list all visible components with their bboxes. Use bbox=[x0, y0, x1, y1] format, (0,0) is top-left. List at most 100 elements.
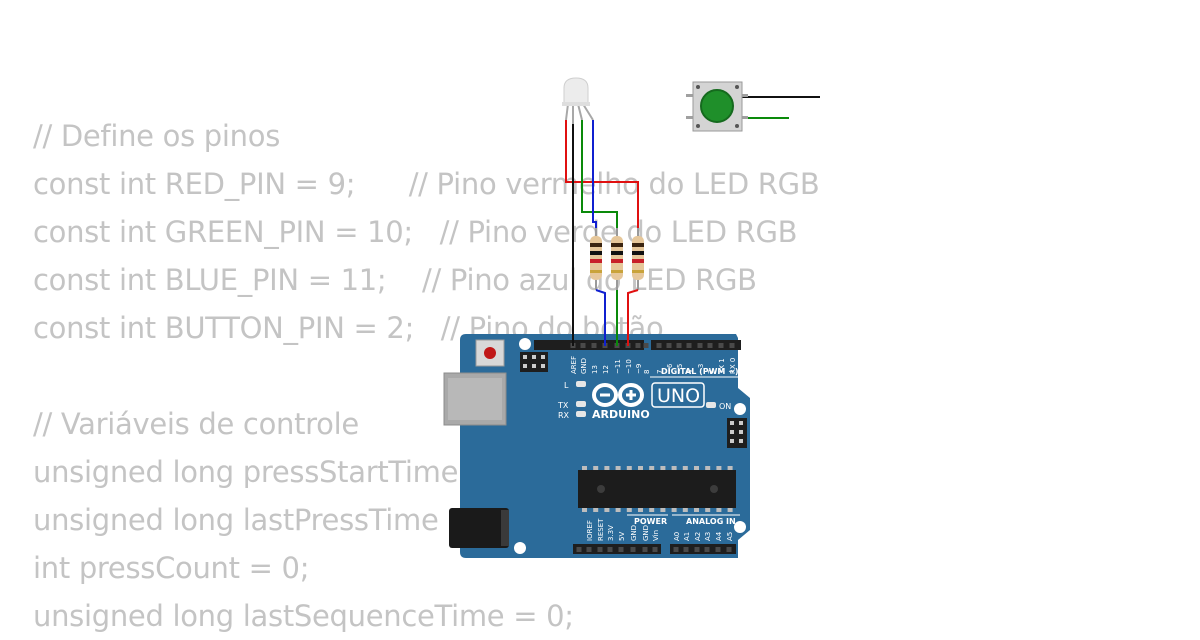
resistor-body bbox=[632, 236, 644, 280]
code-line: int pressCount = 0; bbox=[33, 551, 310, 585]
reset-button-cap bbox=[484, 347, 496, 359]
pin-label: AREF bbox=[570, 356, 578, 374]
wire-blue-to-pin-11 bbox=[595, 289, 606, 346]
chip-dot bbox=[597, 485, 605, 493]
led-on bbox=[706, 402, 716, 408]
pin-hole[interactable] bbox=[652, 547, 658, 552]
pin-label: 12 bbox=[602, 365, 610, 374]
pin-hole[interactable] bbox=[642, 547, 648, 552]
button-leg bbox=[686, 116, 694, 119]
pin-label: GND bbox=[580, 358, 588, 374]
power-header bbox=[573, 544, 661, 554]
model-label: UNO bbox=[657, 385, 700, 407]
pin-hole[interactable] bbox=[694, 547, 700, 552]
pin-hole[interactable] bbox=[591, 343, 597, 348]
code-line: unsigned long pressStartTime = 0; bbox=[33, 455, 528, 489]
wire-red bbox=[565, 120, 639, 230]
pin-label: A4 bbox=[715, 531, 723, 541]
pin-hole[interactable] bbox=[656, 343, 662, 348]
resistor-band bbox=[632, 270, 644, 273]
digital-header-right bbox=[651, 340, 741, 350]
pin-hole[interactable] bbox=[576, 547, 582, 552]
resistor-green[interactable] bbox=[611, 236, 623, 280]
led-lead bbox=[577, 103, 583, 121]
pin-hole[interactable] bbox=[726, 547, 732, 552]
code-line: const int BLUE_PIN = 11; // Pino azul do… bbox=[33, 263, 757, 297]
rx-label: RX bbox=[558, 411, 570, 420]
pin-hole[interactable] bbox=[643, 343, 649, 348]
button-cap bbox=[700, 89, 734, 123]
pin-label: ~10 bbox=[625, 359, 633, 374]
arduino-logo-icon bbox=[592, 383, 644, 407]
pin-label: ~9 bbox=[635, 364, 643, 374]
resistor-body bbox=[590, 236, 602, 280]
pin-hole[interactable] bbox=[597, 547, 603, 552]
code-line: // Variáveis de controle bbox=[33, 407, 359, 441]
pin-label: 4 bbox=[686, 369, 694, 374]
resistor-band bbox=[590, 243, 602, 247]
l-label: L bbox=[564, 381, 569, 390]
resistor-band bbox=[632, 259, 644, 263]
pin-hole[interactable] bbox=[683, 547, 689, 552]
pin-label: ~6 bbox=[666, 363, 674, 374]
pin-label: ~3 bbox=[697, 364, 705, 374]
resistor-red[interactable] bbox=[632, 236, 644, 280]
pin-hole[interactable] bbox=[715, 547, 721, 552]
usb-port-inner bbox=[448, 378, 502, 420]
pin-label: Vin bbox=[652, 530, 660, 541]
led-lead bbox=[582, 103, 594, 121]
button-corner bbox=[696, 124, 700, 128]
code-line: unsigned long lastSequenceTime = 0; bbox=[33, 599, 574, 633]
pin-hole[interactable] bbox=[686, 343, 692, 348]
resistor-band bbox=[632, 251, 644, 255]
code-line: const int GREEN_PIN = 10; // Pino verde … bbox=[33, 215, 798, 249]
pin-hole[interactable] bbox=[607, 547, 613, 552]
power-header-label: POWER bbox=[634, 517, 667, 526]
pin-label: IOREF bbox=[586, 520, 594, 541]
led-l bbox=[576, 381, 586, 387]
resistor-band bbox=[611, 243, 623, 247]
led-body bbox=[563, 77, 589, 105]
pin-hole[interactable] bbox=[673, 547, 679, 552]
pin-hole[interactable] bbox=[580, 343, 586, 348]
pin-hole[interactable] bbox=[729, 343, 735, 348]
icsp-header bbox=[520, 352, 548, 372]
resistor-band bbox=[590, 270, 602, 273]
pin-label: A2 bbox=[694, 532, 702, 541]
analog-header-label: ANALOG IN bbox=[686, 517, 736, 526]
code-line: const int RED_PIN = 9; // Pino vermelho … bbox=[33, 167, 820, 201]
led-rim bbox=[562, 102, 590, 106]
tx-label: TX bbox=[557, 401, 569, 410]
mount-hole bbox=[519, 338, 531, 350]
pushbutton[interactable] bbox=[686, 81, 748, 132]
on-label: ON bbox=[719, 402, 731, 411]
pin-hole[interactable] bbox=[704, 547, 710, 552]
button-corner bbox=[735, 124, 739, 128]
resistor-band bbox=[611, 270, 623, 273]
button-leg bbox=[740, 116, 748, 119]
rgb-led[interactable] bbox=[562, 77, 594, 124]
pin-hole[interactable] bbox=[618, 547, 624, 552]
pin-hole[interactable] bbox=[697, 343, 703, 348]
pin-hole[interactable] bbox=[666, 343, 672, 348]
pin-label: RX 0 bbox=[729, 358, 737, 374]
pin-hole[interactable] bbox=[718, 343, 724, 348]
resistor-blue[interactable] bbox=[590, 236, 602, 280]
pin-label: ~11 bbox=[614, 359, 622, 374]
pin-label: A1 bbox=[683, 532, 691, 541]
pin-hole[interactable] bbox=[635, 343, 641, 348]
led-tx bbox=[576, 401, 586, 407]
button-leg bbox=[686, 94, 694, 97]
bottom-pin-holes[interactable] bbox=[576, 547, 732, 552]
pin-hole[interactable] bbox=[676, 343, 682, 348]
pin-hole[interactable] bbox=[707, 343, 713, 348]
pin-label: 2 bbox=[707, 370, 715, 374]
digital-header-left bbox=[534, 340, 644, 350]
resistor-band bbox=[611, 259, 623, 263]
analog-header bbox=[670, 544, 736, 554]
resistor-band bbox=[632, 243, 644, 247]
pin-hole[interactable] bbox=[630, 547, 636, 552]
mount-hole bbox=[734, 403, 746, 415]
pin-hole[interactable] bbox=[586, 547, 592, 552]
